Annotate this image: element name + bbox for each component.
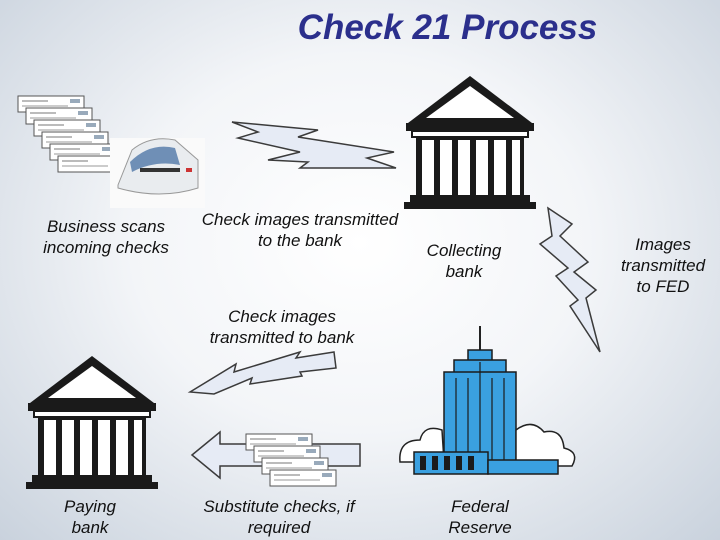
lightning-icon <box>190 352 336 394</box>
images-to-fed-label: Images transmitted to FED <box>614 234 712 297</box>
lightning-icon <box>232 122 396 168</box>
check-scanner-icon <box>110 138 205 208</box>
check-stack-icon <box>246 434 336 486</box>
bank-building-icon <box>26 356 158 489</box>
office-tower-icon <box>400 326 575 474</box>
paying-bank-label: Paying bank <box>50 496 130 538</box>
check-stack-icon <box>18 96 124 172</box>
collecting-bank-label: Collecting bank <box>416 240 512 282</box>
bank-building-icon <box>404 76 536 209</box>
transmit-bank-2-label: Check images transmitted to bank <box>196 306 368 348</box>
federal-reserve-label: Federal Reserve <box>430 496 530 538</box>
substitute-checks-label: Substitute checks, if required <box>196 496 362 538</box>
lightning-icon <box>540 208 600 352</box>
business-scans-label: Business scans incoming checks <box>28 216 184 258</box>
transmit-to-bank-label: Check images transmitted to the bank <box>200 209 400 251</box>
